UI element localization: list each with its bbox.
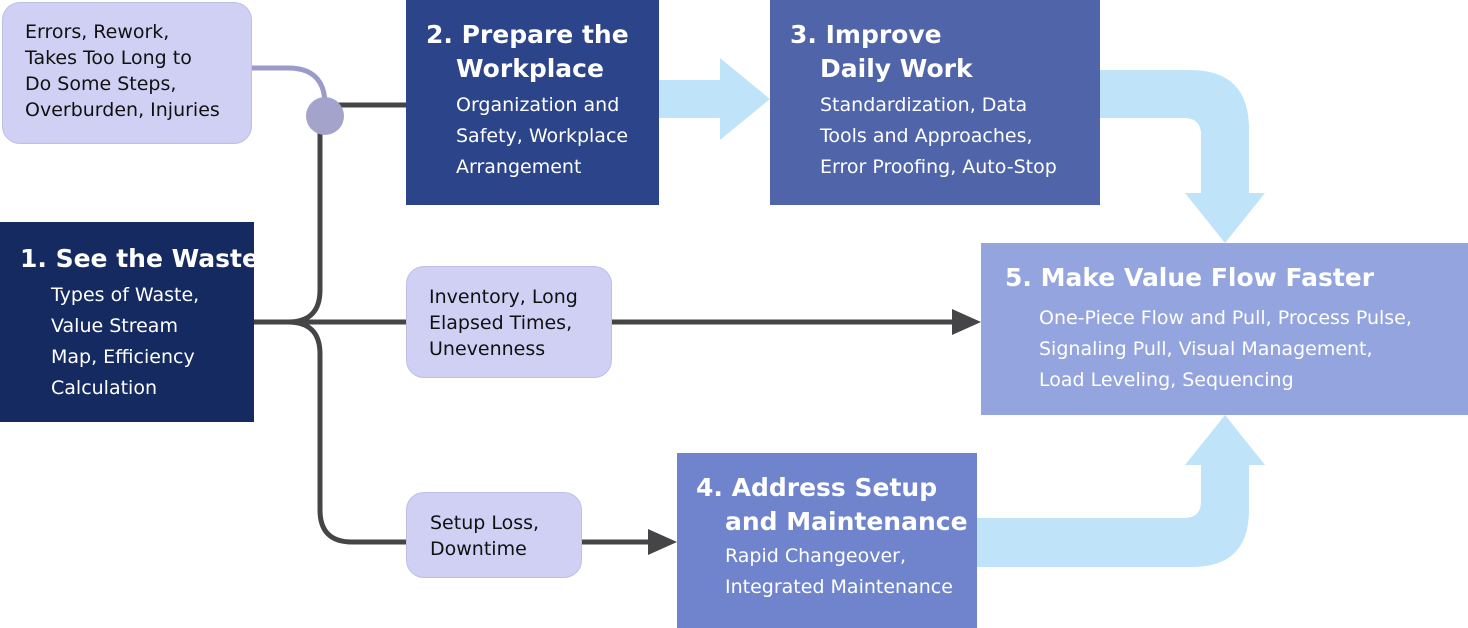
step-1-description: Types of Waste, Value Stream Map, Effici… <box>20 280 254 404</box>
step-3-line: Standardization, Data <box>820 94 1028 116</box>
step-1-line: Map, Efficiency <box>51 346 195 368</box>
step-4-address-setup-and-maintenance: 4. Address Setup and Maintenance Rapid C… <box>677 453 977 628</box>
step-2-line: Safety, Workplace <box>456 125 629 147</box>
step-5-title: 5. Make Value Flow Faster <box>1005 263 1375 292</box>
issue-errors-pill: Errors, Rework, Takes Too Long to Do Som… <box>2 2 252 144</box>
issue-setup-loss-line: Downtime <box>430 538 527 560</box>
issue-inventory-line: Inventory, Long <box>429 286 578 308</box>
arrowhead-flow <box>952 309 981 335</box>
step-3-title-line: 3. Improve <box>790 20 942 49</box>
connector-trunk <box>254 120 323 325</box>
step-4-description: Rapid Changeover, Integrated Maintenance <box>696 541 977 603</box>
step-1-see-the-waste: 1. See the Waste Types of Waste, Value S… <box>0 222 259 422</box>
arrow-setup-to-flow <box>977 415 1265 567</box>
issue-inventory-pill: Inventory, Long Elapsed Times, Unevennes… <box>406 266 612 378</box>
step-3-title: 3. Improve Daily Work <box>790 18 1100 86</box>
step-3-description: Standardization, Data Tools and Approach… <box>790 90 1100 183</box>
step-2-title-line: 2. Prepare the <box>426 20 629 49</box>
step-4-line: Integrated Maintenance <box>725 576 953 598</box>
issue-inventory-line: Elapsed Times, <box>429 312 573 334</box>
step-5-line: Signaling Pull, Visual Management, <box>1039 338 1373 360</box>
step-5-description: One-Piece Flow and Pull, Process Pulse, … <box>1005 303 1468 396</box>
step-4-title-line: 4. Address Setup <box>696 473 938 502</box>
issue-setup-loss-pill: Setup Loss, Downtime <box>406 492 582 578</box>
step-3-title-line: Daily Work <box>820 54 973 83</box>
step-3-improve-daily-work: 3. Improve Daily Work Standardization, D… <box>770 0 1100 205</box>
step-2-line: Organization and <box>456 94 620 116</box>
step-1-line: Calculation <box>51 377 157 399</box>
issue-setup-loss-line: Setup Loss, <box>430 512 540 534</box>
issue-errors-line: Do Some Steps, <box>25 73 177 95</box>
connector-trunk-lower <box>287 319 406 545</box>
step-5-line: One-Piece Flow and Pull, Process Pulse, <box>1039 307 1412 329</box>
step-1-line: Types of Waste, <box>51 284 200 306</box>
step-2-line: Arrangement <box>456 156 582 178</box>
arrow-improve-to-flow <box>1100 70 1265 243</box>
step-5-line: Load Leveling, Sequencing <box>1039 369 1294 391</box>
step-2-title-line: Workplace <box>456 54 604 83</box>
step-3-line: Tools and Approaches, <box>820 125 1033 147</box>
arrowhead-setup <box>648 529 677 555</box>
step-4-title-line: and Maintenance <box>725 507 968 536</box>
step-2-description: Organization and Safety, Workplace Arran… <box>426 90 659 183</box>
step-2-prepare-the-workplace: 2. Prepare the Workplace Organization an… <box>406 0 659 205</box>
step-2-title: 2. Prepare the Workplace <box>426 18 659 86</box>
step-5-make-value-flow-faster: 5. Make Value Flow Faster One-Piece Flow… <box>981 243 1468 415</box>
arrow-prepare-to-improve <box>659 58 770 140</box>
step-1-line: Value Stream <box>51 315 178 337</box>
issue-errors-line: Errors, Rework, <box>25 21 170 43</box>
junction-dot <box>306 97 344 135</box>
issue-errors-line: Overburden, Injuries <box>25 99 220 121</box>
issue-errors-line: Takes Too Long to <box>25 47 192 69</box>
issue-inventory-line: Unevenness <box>429 338 546 360</box>
step-4-title: 4. Address Setup and Maintenance <box>696 471 977 539</box>
step-1-title: 1. See the Waste <box>20 244 259 273</box>
step-3-line: Error Proofing, Auto-Stop <box>820 156 1057 178</box>
step-4-line: Rapid Changeover, <box>725 545 907 567</box>
